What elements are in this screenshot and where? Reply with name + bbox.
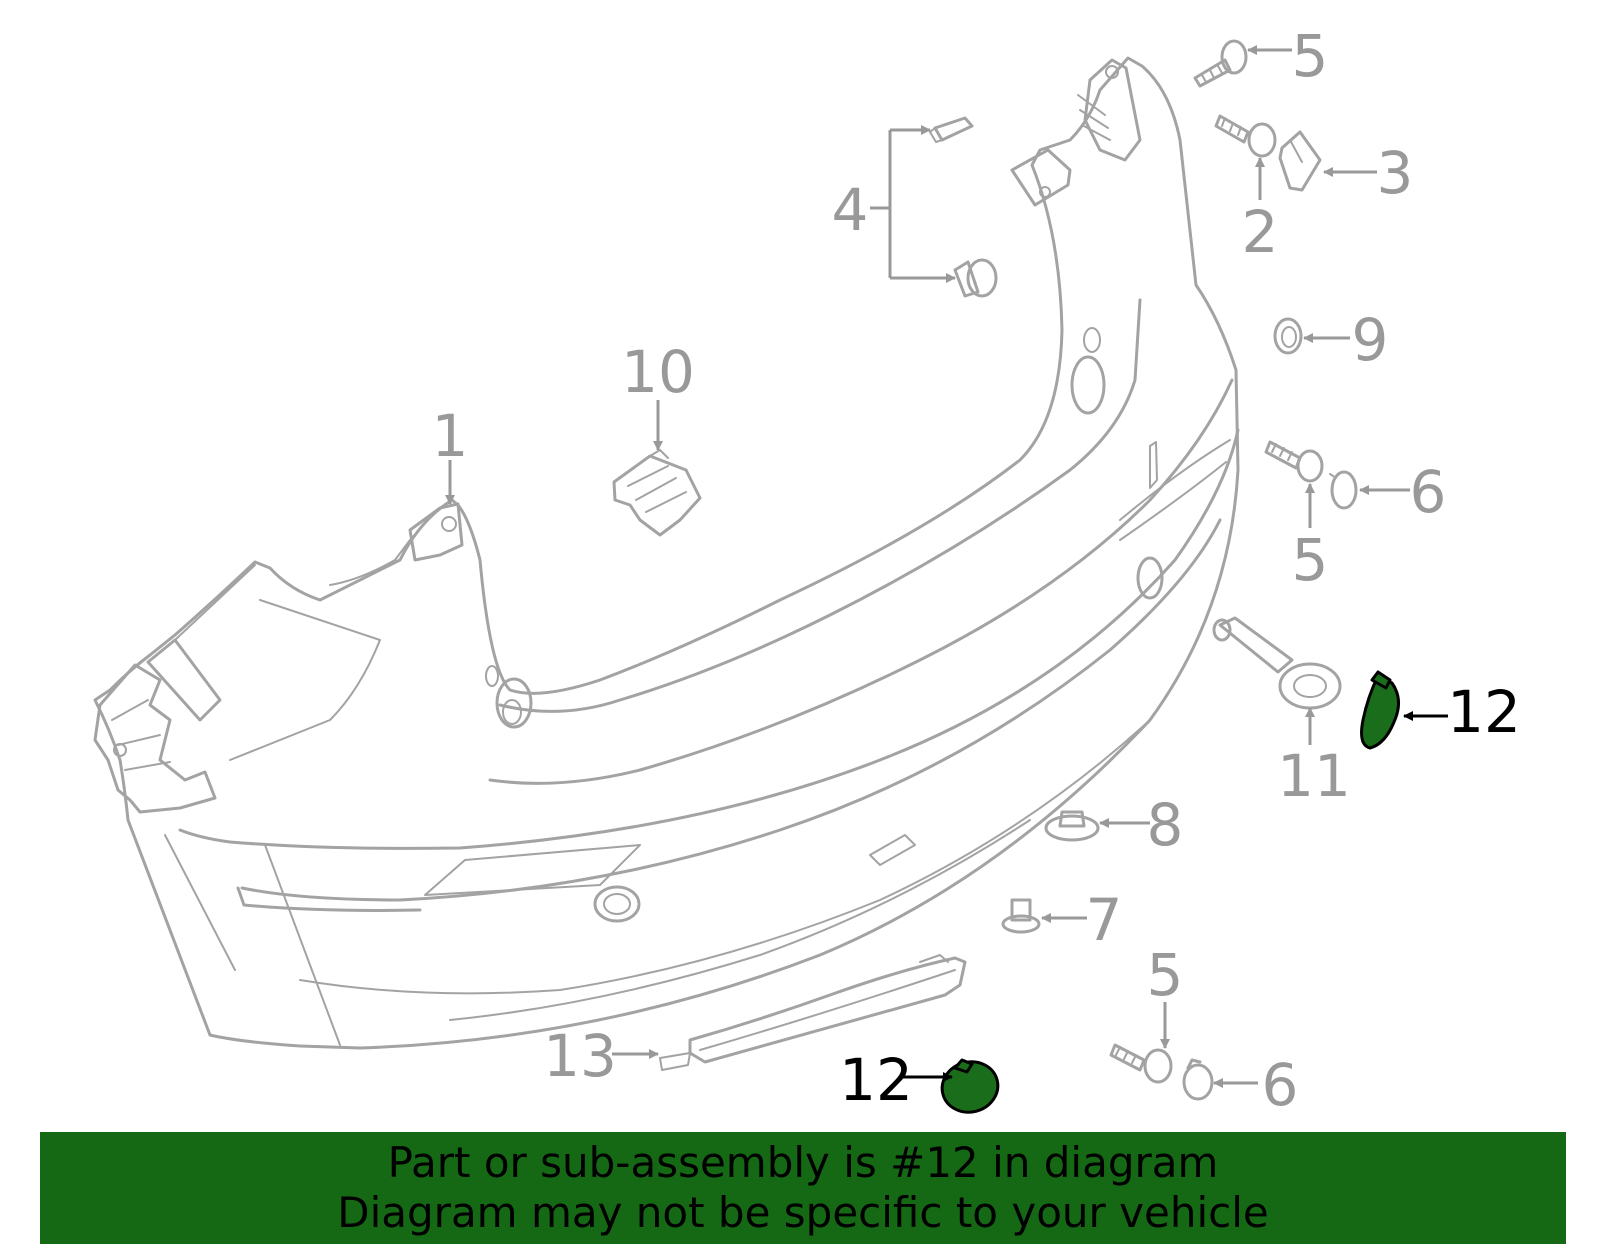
callout-5-top: 5	[1292, 22, 1329, 90]
part-5-screw-top	[1193, 39, 1248, 88]
bumper-cover	[93, 56, 1240, 1050]
info-banner: Part or sub-assembly is #12 in diagram D…	[40, 1132, 1566, 1244]
part-9-grommet	[1273, 317, 1303, 355]
callout-1: 1	[432, 402, 469, 470]
callout-11: 11	[1277, 742, 1351, 810]
banner-line-2: Diagram may not be specific to your vehi…	[337, 1188, 1269, 1237]
callout-4: 4	[832, 176, 869, 244]
callout-12-bottom: 12	[839, 1046, 913, 1114]
part-7-bolt	[1001, 898, 1041, 934]
callout-9: 9	[1352, 306, 1389, 374]
banner-line-1: Part or sub-assembly is #12 in diagram	[387, 1138, 1219, 1187]
callout-13: 13	[543, 1022, 617, 1090]
part-12-cap-right	[1360, 670, 1400, 750]
part-3-clip	[1278, 130, 1322, 192]
callout-6-bottom: 6	[1262, 1051, 1299, 1119]
part-13-trim-strip	[659, 954, 967, 1071]
part-12-cap-bottom	[940, 1058, 1000, 1114]
part-6-nut-bottom	[1182, 1058, 1214, 1101]
leader-lines	[445, 45, 1448, 1088]
part-5-screw-mid	[1264, 440, 1324, 483]
part-11-tow-eye	[1212, 616, 1342, 710]
callout-8: 8	[1147, 791, 1184, 859]
callout-5-bottom: 5	[1147, 941, 1184, 1009]
callout-labels: 1 10 4 5 2 3 9 5 6 11 12 8 7 5 6 13 12	[432, 22, 1521, 1119]
callout-3: 3	[1377, 139, 1414, 207]
callout-2: 2	[1242, 198, 1279, 266]
callout-7: 7	[1086, 886, 1123, 954]
callout-12-right: 12	[1447, 678, 1521, 746]
callout-10: 10	[621, 338, 695, 406]
callout-6-mid: 6	[1410, 458, 1447, 526]
callout-5-mid: 5	[1292, 526, 1329, 594]
part-4-clips	[929, 116, 998, 298]
part-6-nut-mid	[1329, 470, 1358, 510]
part-10-bracket	[612, 449, 702, 537]
part-8-nut	[1044, 810, 1100, 842]
part-5-screw-bottom	[1109, 1043, 1173, 1084]
part-2-screw	[1214, 114, 1277, 158]
